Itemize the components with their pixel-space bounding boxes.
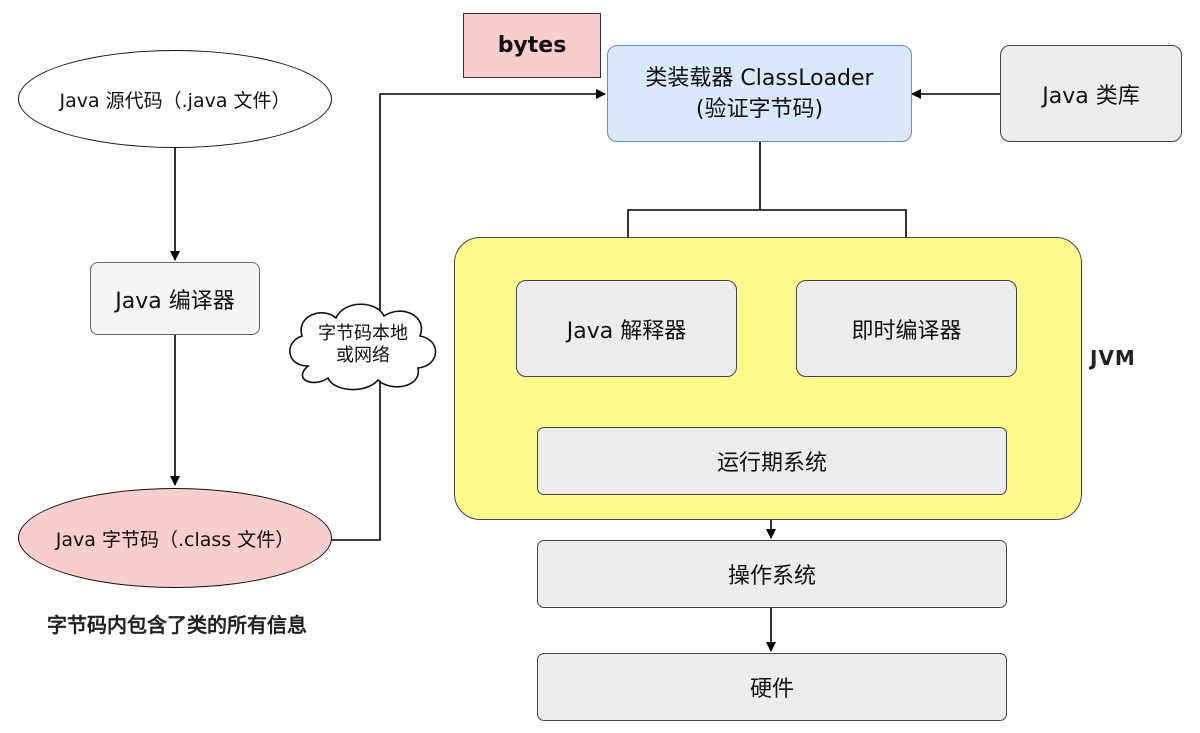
hardware-node: 硬件	[537, 653, 1007, 721]
operating-system-node: 操作系统	[537, 540, 1007, 608]
cloud-label: 字节码本地 或网络	[288, 316, 438, 374]
runtime-system-node: 运行期系统	[537, 427, 1007, 495]
java-library-label: Java 类库	[1042, 83, 1140, 109]
java-source-node: Java 源代码（.java 文件）	[18, 50, 332, 148]
interpreter-label: Java 解释器	[566, 318, 687, 344]
operating-system-label: 操作系统	[727, 564, 816, 589]
hardware-label: 硬件	[749, 677, 794, 702]
java-compiler-node: Java 编译器	[90, 262, 260, 335]
jvm-label: JVM	[1090, 346, 1136, 370]
java-library-node: Java 类库	[1000, 45, 1182, 142]
jit-compiler-label: 即时编译器	[851, 318, 962, 344]
bytes-tag: bytes	[463, 13, 601, 78]
java-bytecode-label: Java 字节码（.class 文件）	[55, 528, 295, 551]
java-bytecode-node: Java 字节码（.class 文件）	[18, 488, 332, 588]
cloud-shape	[289, 303, 437, 391]
java-compiler-label: Java 编译器	[115, 288, 235, 314]
cloud-label-line1: 字节码本地	[318, 323, 408, 344]
cloud-label-line2: 或网络	[336, 345, 390, 366]
interpreter-node: Java 解释器	[516, 280, 737, 377]
classloader-node: 类装载器 ClassLoader (验证字节码)	[607, 45, 912, 142]
java-source-label: Java 源代码（.java 文件）	[59, 89, 291, 112]
jit-compiler-node: 即时编译器	[796, 280, 1017, 377]
bytes-tag-label: bytes	[497, 33, 567, 58]
runtime-system-label: 运行期系统	[716, 451, 827, 476]
bytecode-note: 字节码内包含了类的所有信息	[47, 613, 307, 637]
classloader-subtitle: (验证字节码)	[695, 96, 824, 122]
classloader-title: 类装载器 ClassLoader	[645, 65, 874, 91]
